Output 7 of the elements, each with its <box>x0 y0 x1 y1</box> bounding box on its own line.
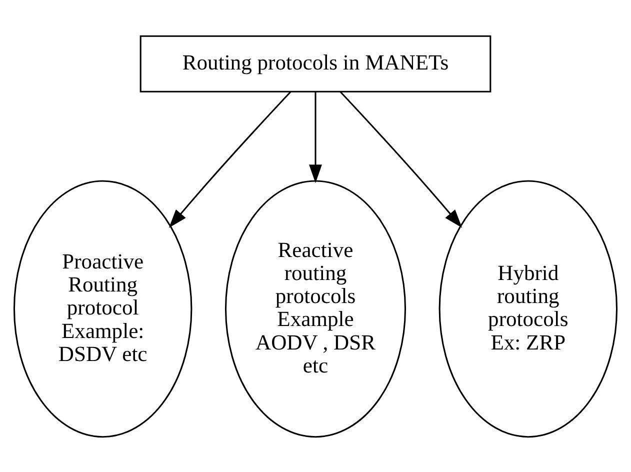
node-ellipse: Hybrid routing protocols Ex: ZRP <box>438 180 618 438</box>
node-box: Routing protocols in MANETs <box>140 34 492 92</box>
arrow <box>309 91 322 183</box>
arrow <box>168 90 292 228</box>
node-ellipse: Proactive Routing protocol Example: DSDV etc <box>13 180 192 438</box>
arrow <box>340 90 462 228</box>
node-ellipse: Reactive routing protocols Example AODV , DSR etc <box>224 180 406 438</box>
